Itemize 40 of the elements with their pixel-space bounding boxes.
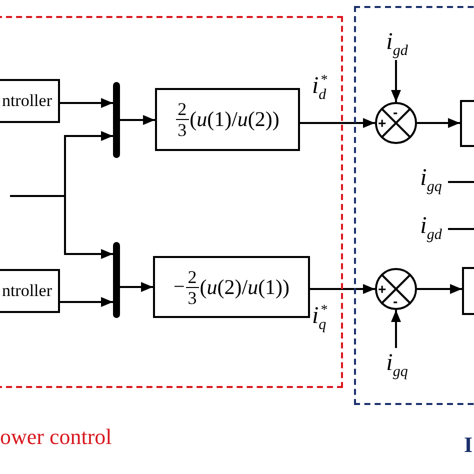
box-label: ntroller: [2, 91, 52, 111]
arrow: [417, 118, 460, 128]
mux-bar: [113, 242, 120, 318]
signal-symbol: i$_{gd}$: [420, 212, 442, 244]
fraction-denominator: 3: [186, 288, 198, 308]
arrow: [391, 60, 401, 102]
fraction-numerator: 2: [176, 99, 189, 120]
signal-line: [448, 228, 474, 230]
formula-text: (u(2)/u(1)): [200, 274, 290, 300]
minus-sign: -: [393, 105, 398, 119]
arrow: [120, 282, 153, 292]
gain-block: [153, 256, 310, 318]
gain-block: [155, 88, 300, 151]
summing-junction: [375, 268, 417, 310]
box-label: ntroller: [2, 281, 52, 301]
fraction-denominator: 3: [176, 120, 188, 140]
arrow: [310, 284, 375, 294]
formula-text: (u(1)/u(2)): [190, 107, 280, 132]
controller-box: [0, 269, 60, 313]
arrow: [391, 310, 401, 348]
plus-sign: +: [378, 116, 386, 130]
region-title: ower control: [0, 424, 112, 450]
arrow: [10, 195, 113, 259]
signal-symbol: i$_{gq}$: [420, 164, 442, 196]
minus-sign: -: [393, 294, 398, 308]
arrow: [60, 98, 113, 108]
region-title: I: [464, 432, 473, 458]
mux-bar: [113, 82, 120, 158]
arrow: [417, 284, 462, 294]
signal-symbol: i$_{gq}$: [386, 350, 408, 380]
fraction-numerator: 2: [186, 266, 199, 288]
summing-junction: [375, 102, 417, 144]
formula-sign: −: [173, 276, 185, 298]
arrow: [120, 115, 155, 125]
controller-box: [0, 79, 60, 123]
plus-sign: +: [378, 282, 386, 296]
signal-line: [448, 181, 474, 183]
signal-symbol: i$_{gd}$: [386, 28, 408, 60]
arrow: [60, 297, 113, 307]
arrow: [300, 118, 375, 128]
